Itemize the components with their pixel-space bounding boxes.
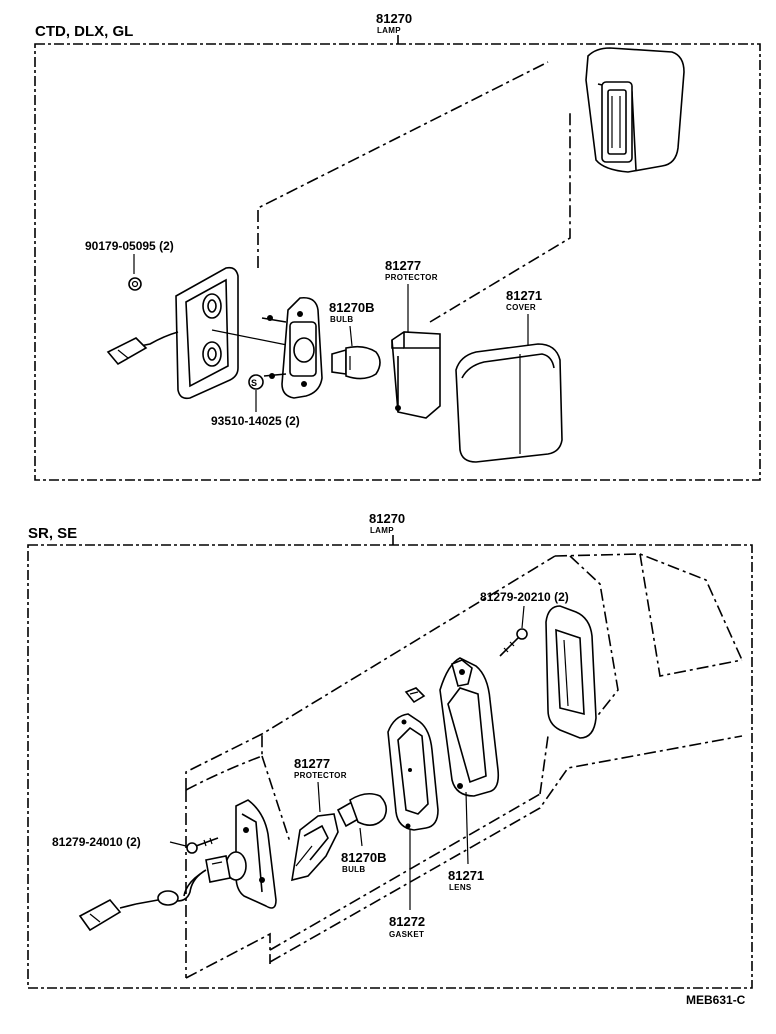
bottom-gasket-name: GASKET: [389, 930, 424, 939]
bottom-assembly-number: 81270: [369, 511, 405, 526]
bottom-frame: [27, 544, 753, 989]
top-protector-number: 81277: [385, 258, 421, 273]
bottom-gasket: 81272 GASKET: [387, 713, 439, 939]
bottom-screw-upper: 81279-20210 (2): [480, 590, 569, 657]
top-bulb-number: 81270B: [329, 300, 375, 315]
bottom-wire-connector: [78, 869, 207, 932]
top-protector: 81277 PROTECTOR: [385, 258, 441, 419]
bottom-lens-name: LENS: [449, 883, 472, 892]
top-bulb-name: BULB: [330, 315, 353, 324]
top-nut-number: 90179-05095 (2): [85, 239, 174, 253]
bottom-protector-number: 81277: [294, 756, 330, 771]
top-screw-number: 93510-14025 (2): [211, 414, 300, 428]
bottom-installed-lamp: [545, 605, 597, 739]
top-base-plate: [106, 266, 293, 400]
top-nut-part: 90179-05095 (2): [85, 239, 174, 291]
bottom-section: SR, SE 81270 LAMP 81279-20210 (2): [27, 511, 753, 1007]
bottom-bulb-number: 81270B: [341, 850, 387, 865]
bottom-gasket-number: 81272: [389, 914, 425, 929]
top-assembly-name: LAMP: [377, 26, 401, 35]
bottom-clip: [404, 687, 426, 704]
top-socket: [261, 296, 323, 399]
bottom-socket: [205, 799, 277, 909]
bottom-screw-lower: 81279-24010 (2): [52, 835, 219, 854]
top-bulb: 81270B BULB: [329, 300, 381, 380]
top-screw-part: S 93510-14025 (2): [211, 374, 300, 428]
top-installed-lamp: [585, 47, 685, 173]
top-cover-name: COVER: [506, 303, 536, 312]
bottom-bulb-name: BULB: [342, 865, 365, 874]
top-variant-label: CTD, DLX, GL: [35, 23, 133, 40]
bottom-bulb: 81270B BULB: [336, 792, 388, 874]
top-phantom-left: [257, 61, 549, 268]
svg-text:S: S: [251, 378, 257, 388]
top-cover-number: 81271: [506, 288, 542, 303]
bottom-lens-number: 81271: [448, 868, 484, 883]
bottom-screw-upper-number: 81279-20210 (2): [480, 590, 569, 604]
diagram-code: MEB631-C: [686, 993, 746, 1007]
bottom-protector: 81277 PROTECTOR: [291, 756, 347, 882]
top-cover: 81271 COVER: [455, 288, 563, 463]
bottom-protector-name: PROTECTOR: [294, 771, 347, 780]
top-section: CTD, DLX, GL 81270 LAMP 90179-05095 (2): [34, 11, 761, 481]
bottom-lens: 81271 LENS: [439, 657, 500, 892]
top-phantom-right: [429, 112, 571, 323]
bottom-body-outline: [185, 553, 743, 979]
top-frame: [34, 43, 761, 481]
bottom-screw-lower-number: 81279-24010 (2): [52, 835, 141, 849]
top-assembly-number: 81270: [376, 11, 412, 26]
top-protector-name: PROTECTOR: [385, 273, 438, 282]
bottom-variant-label: SR, SE: [28, 525, 77, 542]
bottom-assembly-name: LAMP: [370, 526, 394, 535]
